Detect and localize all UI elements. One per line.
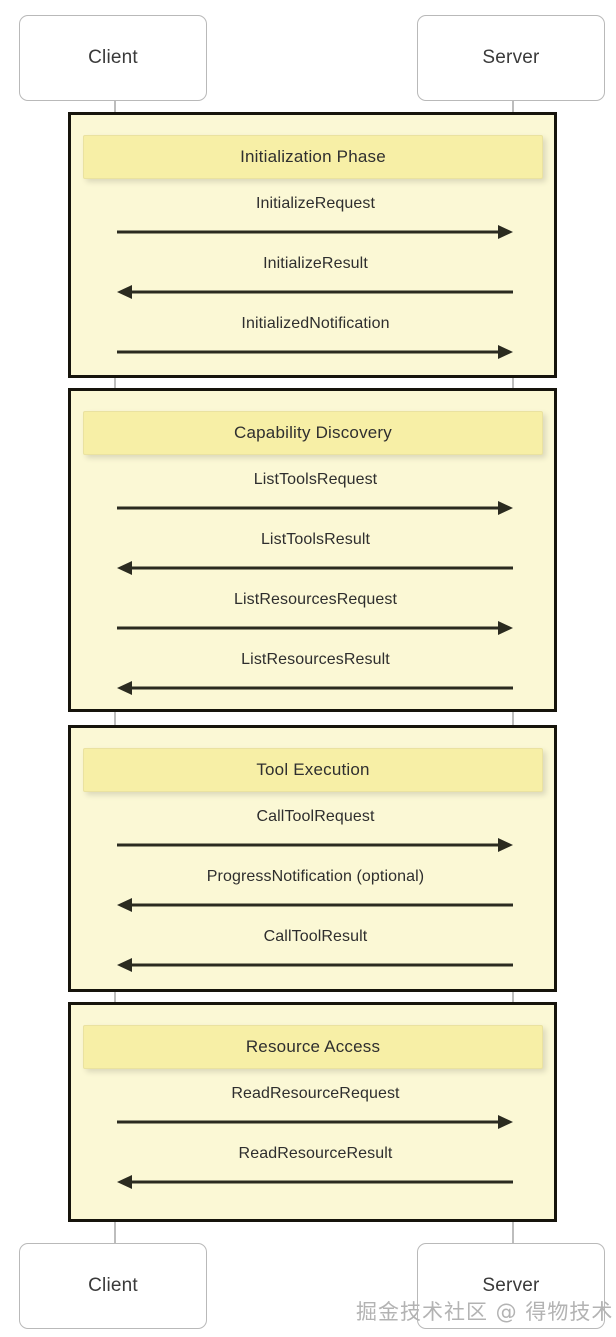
watermark: 掘金技术社区 @ 得物技术 [356,1300,614,1324]
actor-label-server-bottom: Server [482,1275,540,1296]
message-label: ReadResourceRequest [231,1085,400,1102]
arrow-left-icon [117,898,513,912]
message-row: CallToolResult [71,926,560,986]
message-row: ListToolsResult [71,529,560,589]
arrow-left-icon [117,681,513,695]
message-label: InitializedNotification [241,315,390,332]
arrow-left-icon [117,1175,513,1189]
phase-title-banner: Resource Access [83,1025,543,1069]
message-label: InitializeRequest [255,195,376,212]
message-label: ListResourcesRequest [234,591,397,608]
arrow-left-icon [117,285,513,299]
message-row: InitializedNotification [71,313,560,373]
message-label: CallToolResult [263,928,368,945]
message-row: ListResourcesRequest [71,589,560,649]
arrow-right-icon [117,1115,513,1129]
phase-title-label: Capability Discovery [234,423,392,442]
phase-title-label: Resource Access [245,1037,381,1056]
message-label: ReadResourceResult [238,1145,393,1162]
actor-label-server-top: Server [482,47,540,68]
message-row: ReadResourceResult [71,1143,560,1203]
message-row: ListResourcesResult [71,649,560,709]
arrow-right-icon [117,501,513,515]
arrow-right-icon [117,225,513,239]
message-row: InitializeResult [71,253,560,313]
arrow-right-icon [117,621,513,635]
actor-label-client-top: Client [88,47,138,68]
message-label: ListToolsRequest [253,471,378,488]
message-row: CallToolRequest [71,806,560,866]
phase-title-banner: Tool Execution [83,748,543,792]
message-row: ReadResourceRequest [71,1083,560,1143]
message-label: ListResourcesResult [241,651,390,668]
message-row: InitializeRequest [71,193,560,253]
message-row: ListToolsRequest [71,469,560,529]
phase-title-banner: Initialization Phase [83,135,543,179]
actor-label-client-bottom: Client [88,1275,138,1296]
phase-title-label: Tool Execution [256,760,370,779]
message-label: ProgressNotification (optional) [206,868,425,885]
actor-box-client-top[interactable]: Client [19,15,207,101]
message-row: ProgressNotification (optional) [71,866,560,926]
arrow-left-icon [117,561,513,575]
actor-box-server-bottom[interactable]: Server [417,1243,605,1329]
message-label: ListToolsResult [260,531,371,548]
actor-box-server-top[interactable]: Server [417,15,605,101]
arrow-left-icon [117,958,513,972]
phase-title-label: Initialization Phase [240,147,386,166]
arrow-right-icon [117,345,513,359]
message-label: InitializeResult [263,255,368,272]
message-label: CallToolRequest [256,808,375,825]
phase-title-banner: Capability Discovery [83,411,543,455]
actor-box-client-bottom[interactable]: Client [19,1243,207,1329]
arrow-right-icon [117,838,513,852]
